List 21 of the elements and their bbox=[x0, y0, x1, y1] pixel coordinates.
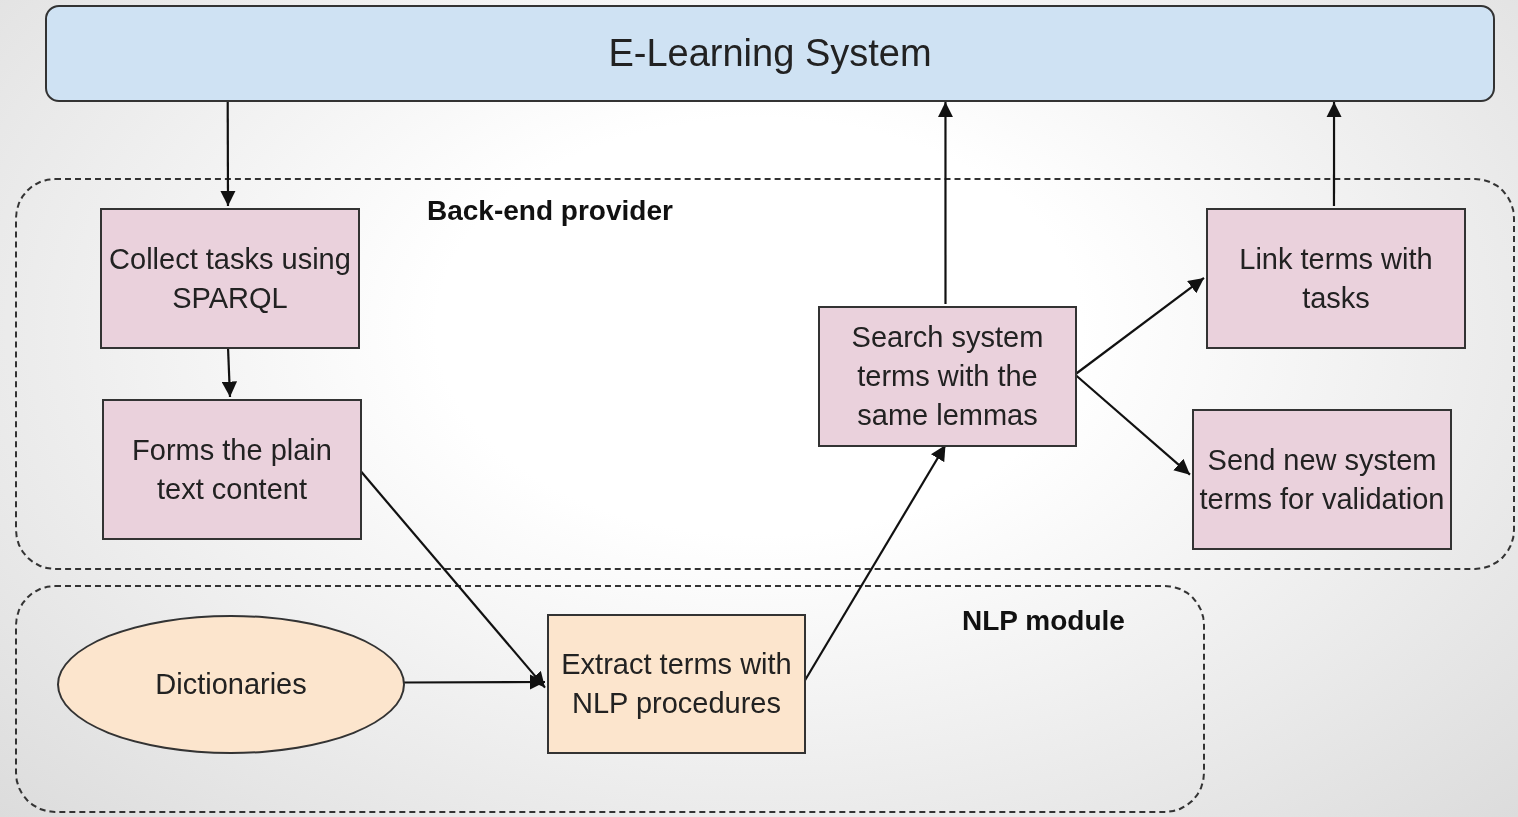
process-box: Link terms with tasks bbox=[1206, 208, 1466, 349]
arrow bbox=[803, 444, 947, 683]
group-label: Back-end provider bbox=[427, 195, 673, 227]
arrow bbox=[221, 346, 238, 398]
arrow bbox=[1326, 102, 1342, 206]
process-box: Send new system terms for validation bbox=[1192, 409, 1452, 550]
system-box: E-Learning System bbox=[45, 5, 1495, 102]
arrow bbox=[359, 469, 546, 689]
data-source-ellipse: Dictionaries bbox=[57, 615, 405, 754]
process-box: Forms the plain text content bbox=[102, 399, 362, 540]
arrow bbox=[937, 102, 954, 304]
process-box: Search system terms with the same lemmas bbox=[818, 306, 1077, 447]
process-box: Collect tasks using SPARQL bbox=[100, 208, 360, 349]
group-label: NLP module bbox=[962, 605, 1125, 637]
arrow bbox=[403, 674, 545, 690]
arrow bbox=[220, 102, 236, 206]
arrow bbox=[1074, 373, 1191, 476]
dashed-group-border bbox=[15, 178, 1515, 570]
dashed-group-border bbox=[15, 585, 1205, 813]
process-box: Extract terms with NLP procedures bbox=[547, 614, 806, 754]
arrow bbox=[1074, 277, 1205, 376]
